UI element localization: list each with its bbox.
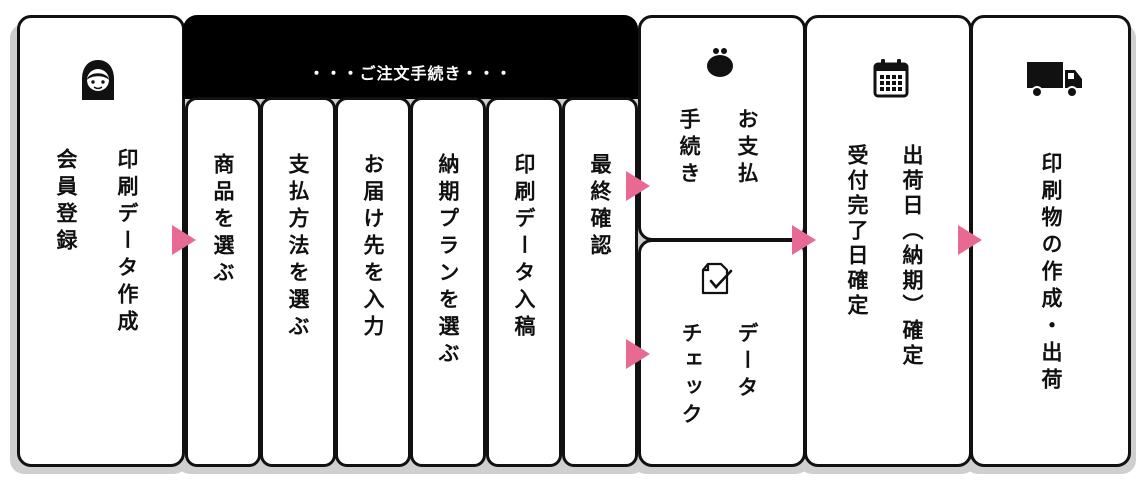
purse-icon [705, 46, 735, 82]
document-check-icon [699, 262, 733, 300]
arrow-right-icon [172, 225, 196, 255]
person-icon [78, 58, 118, 108]
order-header-title: ・・・ご注文手続き・・・ [308, 64, 513, 83]
calendar-icon [873, 58, 909, 102]
confirmation-line2: 受付完了日確定 [845, 144, 869, 319]
order-step-label: 納期プランを選ぶ [436, 153, 460, 369]
order-header: ・・・ご注文手続き・・・ [183, 15, 638, 99]
arrow-right-icon [626, 171, 650, 201]
order-step-upload-data: 印刷データ入稿 [486, 97, 562, 467]
order-step-label: お届け先を入力 [361, 153, 385, 342]
confirmation-line1: 出荷日（納期）確定 [900, 144, 924, 369]
order-step-label: 支払方法を選ぶ [286, 153, 310, 342]
truck-icon [1027, 62, 1083, 104]
arrow-right-icon [626, 339, 650, 369]
data-check-box [638, 239, 806, 467]
shipping-line1: 印刷物の作成・出荷 [1039, 152, 1063, 395]
payment-line2: 手続き [677, 108, 701, 189]
order-step-delivery-address: お届け先を入力 [335, 97, 411, 467]
payment-line1: お支払 [735, 108, 759, 189]
arrow-right-icon [792, 225, 816, 255]
order-step-payment-method: 支払方法を選ぶ [260, 97, 336, 467]
member-line1: 印刷データ作成 [115, 148, 139, 337]
data-check-line2: チェック [679, 322, 703, 430]
arrow-right-icon [958, 225, 982, 255]
order-step-delivery-plan: 納期プランを選ぶ [410, 97, 486, 467]
order-step-label: 最終確認 [588, 153, 612, 261]
data-check-line1: データ [735, 322, 759, 403]
order-step-final-check: 最終確認 [562, 97, 638, 467]
order-step-label: 商品を選ぶ [211, 153, 235, 288]
order-step-select-product: 商品を選ぶ [185, 97, 261, 467]
order-step-label: 印刷データ入稿 [512, 153, 536, 342]
member-line2: 会員登録 [54, 148, 78, 256]
